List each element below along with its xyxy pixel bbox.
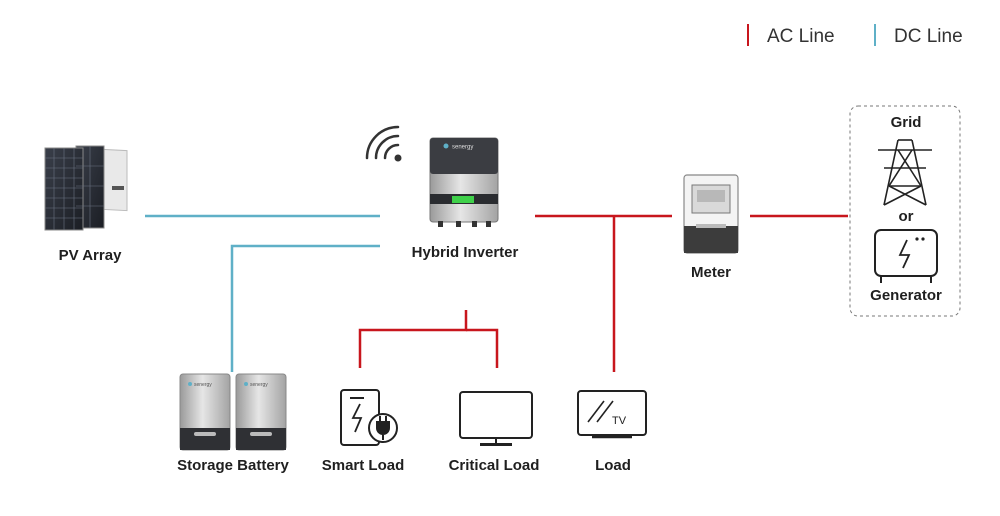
battery-brand-text-2: senergy bbox=[250, 382, 268, 388]
legend-ac-label: AC Line bbox=[767, 26, 835, 47]
generator-label: Generator bbox=[870, 287, 942, 304]
generator-icon bbox=[874, 229, 938, 283]
legend-dc-label: DC Line bbox=[894, 26, 963, 47]
wifi-icon bbox=[365, 125, 402, 162]
tv-text: TV bbox=[612, 415, 627, 427]
tv-icon: TV bbox=[577, 390, 647, 439]
monitor-icon bbox=[459, 391, 533, 446]
battery-brand-text-1: senergy bbox=[194, 382, 212, 388]
legend-dc: DC Line bbox=[874, 24, 963, 48]
dc-lines bbox=[145, 214, 380, 372]
meter-label: Meter bbox=[690, 264, 732, 281]
storage-battery-label: Storage Battery bbox=[177, 457, 289, 474]
grid-label: Grid bbox=[890, 114, 922, 131]
transmission-tower-icon bbox=[878, 139, 932, 206]
inverter-brand-text: senergy bbox=[452, 145, 473, 151]
legend-ac-swatch bbox=[747, 24, 749, 46]
meter-icon bbox=[683, 174, 739, 254]
critical-load-label: Critical Load bbox=[448, 457, 540, 474]
legend-dc-swatch bbox=[874, 24, 876, 46]
legend-ac: AC Line bbox=[747, 24, 835, 48]
battery-icon: senergy senergy bbox=[179, 373, 287, 451]
solar-panel-icon bbox=[44, 145, 128, 231]
inverter-icon: senergy bbox=[429, 137, 499, 227]
hybrid-inverter-label: Hybrid Inverter bbox=[411, 244, 519, 261]
or-label: or bbox=[898, 208, 914, 225]
dc-line-battery-to-inverter bbox=[230, 244, 380, 372]
ac-line-critical-branch bbox=[466, 328, 499, 368]
ac-line-backup-branch bbox=[358, 310, 468, 368]
smart-plug-icon bbox=[340, 389, 398, 446]
pv-array-label: PV Array bbox=[58, 247, 122, 264]
ac-lines bbox=[358, 214, 848, 372]
smart-load-label: Smart Load bbox=[321, 457, 405, 474]
grid-generator-box bbox=[849, 105, 961, 317]
load-label: Load bbox=[595, 457, 631, 474]
